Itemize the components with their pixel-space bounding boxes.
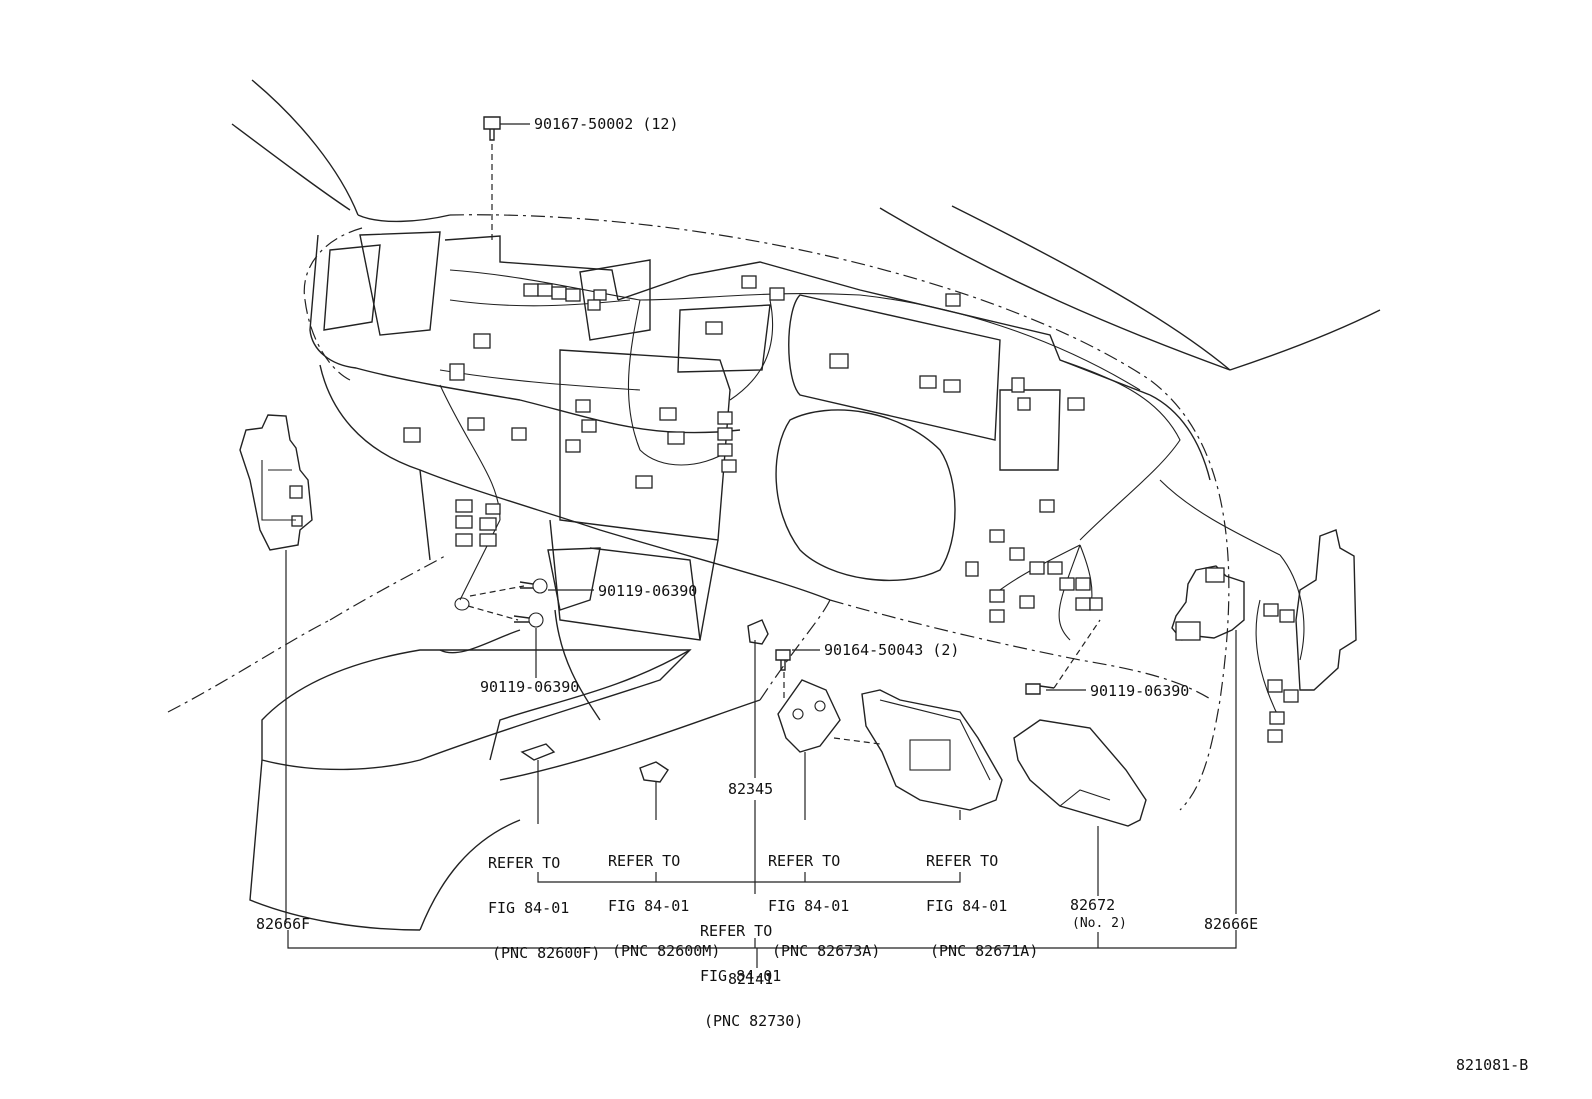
label-90167-50002: 90167-50002 (12) — [534, 115, 679, 133]
refer-note-line: (PNC 82600F) — [492, 944, 601, 962]
label-82345: 82345 — [728, 780, 774, 798]
label-90119-06390-right: 90119-06390 — [1090, 682, 1190, 700]
label-82672-no2: (No. 2) — [1072, 916, 1127, 931]
refer-note-82730: REFER TO FIG 84-01 (PNC 82730) — [700, 894, 803, 1044]
leader-lines — [285, 123, 1237, 968]
label-90119-06390-upper: 90119-06390 — [598, 582, 698, 600]
refer-note-line: REFER TO — [700, 922, 773, 940]
refer-note-line: FIG 84-01 — [488, 899, 570, 917]
refer-note-82671a: REFER TO FIG 84-01 (PNC 82671A) — [926, 824, 1038, 974]
label-82141: 82141 — [728, 970, 774, 988]
label-82666f: 82666F — [256, 915, 311, 933]
refer-note-line: REFER TO — [768, 852, 841, 870]
refer-note-line: REFER TO — [608, 852, 681, 870]
refer-note-line: (PNC 82673A) — [772, 942, 881, 960]
refer-note-line: REFER TO — [488, 854, 561, 872]
instrument-panel — [309, 231, 1211, 641]
connectors — [403, 275, 1299, 743]
refer-note-line: (PNC 82671A) — [930, 942, 1039, 960]
refer-note-line: REFER TO — [926, 852, 999, 870]
refer-note-line: FIG 84-01 — [608, 897, 690, 915]
refer-note-line: FIG 84-01 — [768, 897, 850, 915]
relay-block-82666e — [1171, 529, 1357, 691]
label-90119-06390-lower: 90119-06390 — [480, 678, 580, 696]
refer-note-82673a: REFER TO FIG 84-01 (PNC 82673A) — [768, 824, 880, 974]
refer-note-line: (PNC 82730) — [704, 1012, 804, 1030]
modules — [520, 619, 1147, 827]
refer-note-82600m: REFER TO FIG 84-01 (PNC 82600M) — [608, 824, 720, 974]
refer-note-82600f: REFER TO FIG 84-01 (PNC 82600F) — [488, 826, 600, 976]
bolts — [454, 116, 1055, 695]
label-82666e: 82666E — [1204, 915, 1259, 933]
label-82672: 82672 — [1070, 896, 1116, 914]
phantom-lines — [467, 144, 1213, 745]
wire-harness — [439, 269, 1305, 721]
refer-note-line: FIG 84-01 — [926, 897, 1008, 915]
figure-id: 821081-B — [1456, 1056, 1529, 1074]
relay-block-82666f — [239, 414, 313, 551]
refer-note-line: FIG 84-01 — [700, 967, 782, 985]
body-outline — [167, 79, 1381, 811]
label-90164-50043: 90164-50043 (2) — [824, 641, 960, 659]
refer-note-line: (PNC 82600M) — [612, 942, 721, 960]
